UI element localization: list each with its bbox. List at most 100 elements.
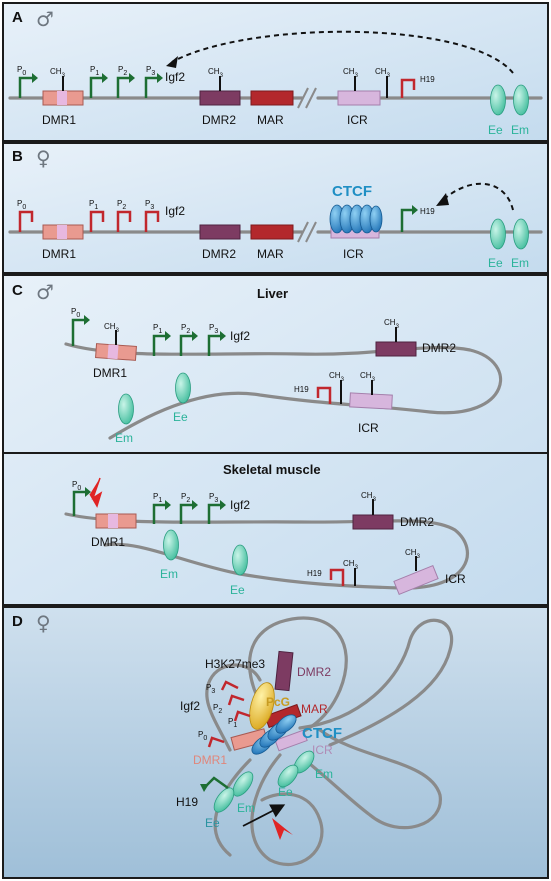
dmr1-label: DMR1: [42, 247, 76, 261]
p1-label: P1: [153, 492, 162, 504]
dmr1-label: DMR1: [42, 113, 76, 127]
silent-promoter-p0: [207, 736, 225, 748]
h19-label: H19: [176, 795, 198, 809]
p1-label: P1: [90, 65, 99, 77]
dmr2-box: [375, 341, 417, 357]
p2-label: P2: [117, 199, 126, 211]
em-label: Em: [315, 767, 333, 781]
liver-dna-loop: [64, 342, 503, 440]
em-label: Em: [115, 431, 133, 445]
ee-label: Ee: [205, 816, 220, 830]
dmr2-box: [199, 224, 241, 240]
h19-silent-promoter: [329, 568, 345, 586]
silent-promoter-p1: [233, 710, 251, 722]
ee-label: Ee: [230, 583, 245, 597]
dmr2-box: [352, 514, 394, 530]
enhancer-em: [118, 393, 134, 425]
panel-a: A ♂ DMR1 CH3 P0 P1 P2 P3 Igf2 DMR2 CH3: [2, 2, 549, 142]
silent-promoter-p3: [144, 210, 160, 232]
p3-label: P3: [206, 683, 215, 695]
promoter-p0: [71, 318, 88, 346]
p2-label: P2: [118, 65, 127, 77]
ch3-label: CH3: [50, 67, 66, 79]
liver-title: Liver: [257, 286, 288, 301]
h19-label: H19: [307, 569, 322, 578]
promoter-p3: [207, 334, 224, 356]
folded-chromatin: [205, 616, 454, 867]
ch3-label: CH3: [375, 67, 391, 79]
p0-label: P0: [17, 65, 26, 77]
panel-a-letter: A: [12, 9, 23, 26]
pcg-label: PcG: [266, 695, 290, 709]
enhancer-em: [513, 84, 529, 116]
p3-label: P3: [209, 492, 218, 504]
mar-box: [250, 90, 294, 106]
icr-label: ICR: [358, 421, 379, 435]
h19-label: H19: [294, 385, 309, 394]
interaction-arrow: [242, 804, 286, 827]
enhancer-ee: [490, 84, 506, 116]
ch3-label: CH3: [343, 559, 359, 571]
enhancer-ee: [175, 372, 191, 404]
dmr2-box: [199, 90, 241, 106]
icr-box: [337, 90, 381, 106]
ch3-label: CH3: [329, 371, 345, 383]
promoter-p0: [18, 76, 36, 98]
mar-label: MAR: [257, 113, 284, 127]
enhancer-interaction-arrow: [442, 182, 514, 211]
p1-label: P1: [228, 717, 237, 729]
ee-label: Ee: [173, 410, 188, 424]
ee-label: Ee: [488, 123, 503, 137]
promoter-p1: [152, 334, 169, 356]
red-arrowhead-marker: [272, 818, 293, 840]
promoter-p2: [116, 76, 133, 98]
silent-promoter-p3: [220, 680, 239, 691]
igf2-label: Igf2: [230, 498, 250, 512]
panel-b: B ♀ DMR1 P0 P1 P2 P3 Igf2 DMR2 MAR: [2, 142, 549, 274]
ch3-label: CH3: [384, 318, 400, 330]
em-label: Em: [511, 123, 529, 137]
male-symbol: ♂: [36, 7, 54, 31]
h19-label: H19: [420, 75, 435, 84]
panel-c-letter: C: [12, 282, 23, 299]
enhancer-interaction-arrow: [171, 30, 514, 74]
mar-label: MAR: [257, 247, 284, 261]
enhancer-em: [513, 218, 529, 250]
p3-label: P3: [145, 199, 154, 211]
silent-promoter-p2: [227, 694, 245, 706]
p2-label: P2: [213, 703, 222, 715]
panel-c: C ♂ Liver DMR1 CH3 P0 P1 P2 P3 Igf2 DMR2…: [2, 274, 549, 606]
dmr2-box: [274, 650, 294, 692]
ch3-label: CH3: [208, 67, 224, 79]
h19-label: H19: [420, 207, 435, 216]
em-label: Em: [511, 256, 529, 270]
male-symbol: ♂: [36, 280, 54, 304]
ctcf-label: CTCF: [302, 725, 342, 742]
ch3-label: CH3: [405, 548, 421, 560]
p0-label: P0: [198, 730, 207, 742]
ctcf-cluster: [329, 204, 383, 234]
ee-label: Ee: [488, 256, 503, 270]
p0-label: P0: [72, 480, 81, 492]
promoter-p1: [152, 503, 169, 524]
h19-active-promoter: [400, 208, 416, 232]
ch3-label: CH3: [343, 67, 359, 79]
icr-label: ICR: [347, 113, 368, 127]
igf2-label: Igf2: [165, 70, 185, 84]
icr-label: ICR: [343, 247, 364, 261]
promoter-p3: [207, 503, 224, 524]
muscle-title: Skeletal muscle: [223, 462, 321, 477]
igf2-label: Igf2: [230, 329, 250, 343]
enhancer-ee: [490, 218, 506, 250]
promoter-p0: [72, 490, 89, 516]
pcg-protein: [249, 682, 275, 730]
promoter-p1: [89, 76, 106, 98]
p0-label: P0: [71, 307, 80, 319]
dmr2-label: DMR2: [202, 247, 236, 261]
promoter-p2: [179, 334, 196, 356]
break-mark: [305, 87, 317, 109]
igf2-label: Igf2: [180, 699, 200, 713]
promoter-p3: [144, 76, 161, 98]
enhancer-ee: [277, 764, 299, 788]
h19-silent-promoter: [400, 78, 416, 98]
